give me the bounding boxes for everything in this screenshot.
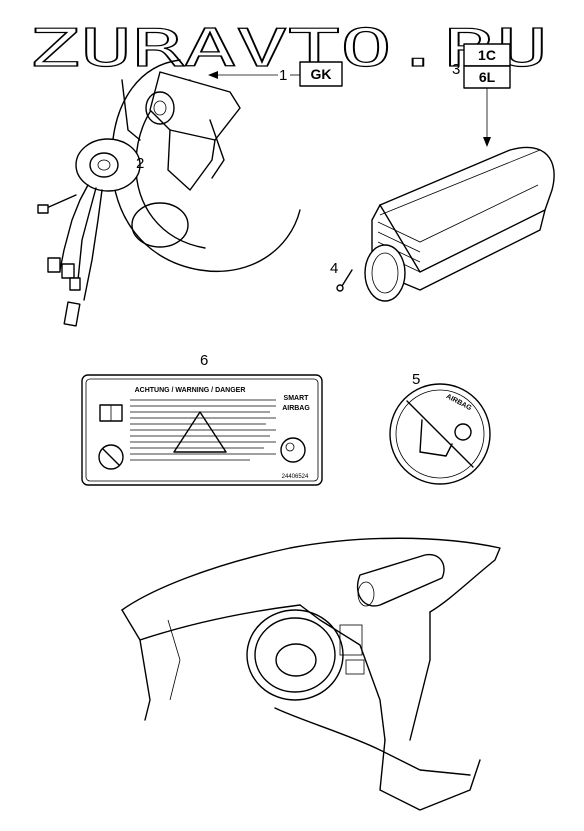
watermark: ZURAVTO.RU (28, 19, 548, 79)
screw (336, 269, 353, 292)
airbag-warning-label: ACHTUNG / WARNING / DANGER SMART AIRBAG (81, 374, 323, 486)
callout-1-code: GK (311, 66, 332, 82)
dashboard-overview (121, 537, 501, 811)
callout-3-code-b: 6L (479, 69, 496, 85)
manual-book-icon (99, 404, 123, 422)
callout-2-number: 2 (136, 155, 144, 172)
callout-1: 1 GK (208, 61, 343, 87)
warning-label-smart: SMART (284, 395, 310, 402)
callout-4-number: 4 (330, 260, 338, 277)
callout-3: 3 1C 6L (452, 43, 511, 147)
passenger-airbag-module (364, 146, 555, 302)
airbag-sticker: AIRBAG (389, 383, 491, 485)
clock-spring (37, 138, 141, 327)
warning-label-title: ACHTUNG / WARNING / DANGER (135, 387, 246, 394)
callout-3-code-a: 1C (478, 47, 496, 63)
child-seat-icon (419, 419, 453, 457)
warning-triangle-icon (173, 411, 227, 453)
callout-6-number: 6 (200, 352, 208, 369)
callout-3-number: 3 (452, 61, 460, 78)
no-child-seat-icon (98, 444, 124, 470)
airbag-person-icon (280, 437, 306, 463)
callout-1-number: 1 (279, 67, 287, 84)
warning-label-airbag: AIRBAG (282, 405, 310, 412)
callout-5-number: 5 (412, 371, 420, 388)
warning-label-part-number: 24406524 (282, 474, 309, 480)
